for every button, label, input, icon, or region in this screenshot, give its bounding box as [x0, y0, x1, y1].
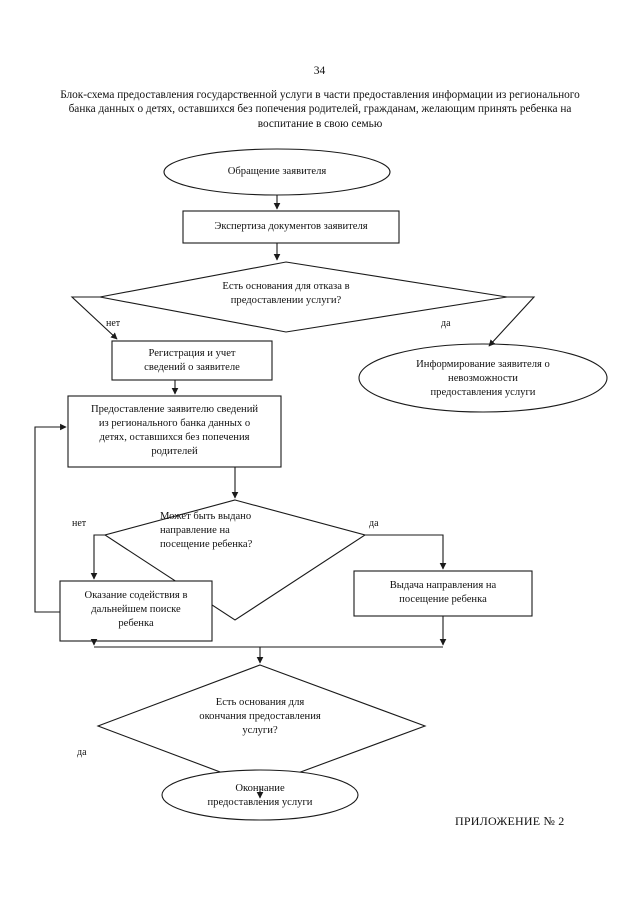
edge-label-decision1-no: нет	[106, 318, 121, 329]
node-decision2-shape	[103, 499, 367, 621]
page-title: Блок-схема предоставления государственно…	[60, 89, 580, 130]
edge-label-decision3-yes: да	[77, 747, 87, 758]
edge-decision2-yes-to-issue	[365, 534, 447, 570]
node-informing-shape	[358, 343, 608, 413]
edge-decision2-no-to-assistance	[90, 534, 105, 580]
edge-decision1-no-to-registration	[70, 296, 118, 340]
node-decision3-label: Есть основания для окончания предоставле…	[199, 697, 321, 736]
node-issue-label: Выдача направления на посещение ребенка	[389, 580, 497, 605]
edge-label-decision2-no: нет	[72, 518, 87, 529]
edge-label-decision2-yes: да	[369, 518, 379, 529]
node-provide-shape	[67, 395, 282, 468]
node-issue-shape	[353, 570, 533, 617]
node-informing-label: Информирование заявителя о невозможности…	[416, 359, 550, 398]
node-end-label: Окончание предоставления услуги	[207, 783, 313, 808]
node-expertise-shape	[182, 210, 400, 244]
node-decision1-label: Есть основания для отказа в предоставлен…	[222, 281, 350, 306]
node-decision1-shape	[99, 261, 508, 333]
node-start-label: Обращение заявителя	[227, 166, 327, 178]
node-expertise-label: Экспертиза документов заявителя	[214, 221, 368, 233]
node-registration-shape	[111, 340, 273, 381]
edge-assistance-feedback-to-provide	[34, 423, 67, 613]
appendix-label: ПРИЛОЖЕНИЕ № 2	[455, 814, 565, 828]
edge-decision1-yes-to-informing	[488, 296, 536, 347]
node-assistance-label: Оказание содействия в дальнейшем поиске …	[84, 590, 188, 629]
node-assistance-shape	[59, 580, 213, 642]
node-provide-label: Предоставление заявителю сведений из рег…	[90, 404, 259, 457]
node-decision2-label: Может быть выдано направление на посещен…	[160, 511, 253, 550]
node-registration-label: Регистрация и учет сведений о заявителе	[144, 348, 240, 373]
page-number: 34	[313, 65, 326, 77]
edge-label-decision1-yes: да	[441, 318, 451, 329]
